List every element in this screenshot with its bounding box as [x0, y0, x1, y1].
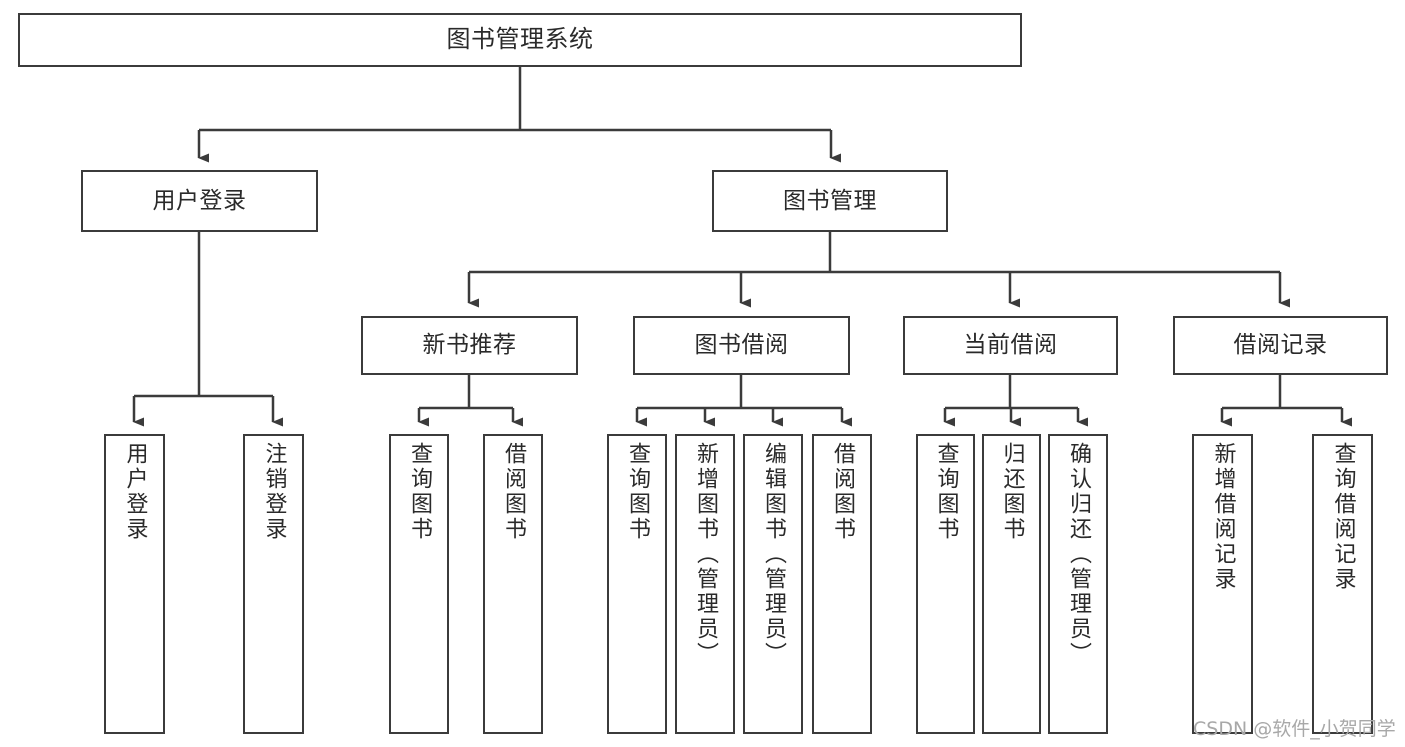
node-book-borrow[interactable]: 图书借阅	[633, 316, 850, 375]
node-book-management[interactable]: 图书管理	[712, 170, 948, 232]
node-label: 注销登录	[261, 442, 287, 542]
node-root-system[interactable]: 图书管理系统	[18, 13, 1022, 67]
node-label: 借阅记录	[1233, 332, 1328, 359]
node-label: 用户登录	[122, 442, 148, 542]
node-label: 借阅图书	[501, 442, 526, 542]
node-user-login[interactable]: 用户登录	[81, 170, 318, 232]
node-label: 图书借阅	[694, 332, 789, 359]
node-label: 编辑图书（管理员）	[761, 442, 786, 667]
node-borrow-record[interactable]: 借阅记录	[1173, 316, 1388, 375]
node-label: 新增图书（管理员）	[693, 442, 718, 667]
watermark-text: CSDN @软件_小贺同学	[1193, 718, 1396, 740]
node-label: 查询图书	[625, 442, 650, 542]
node-label: 确认归还（管理员）	[1066, 442, 1091, 667]
leaf-user-login[interactable]: 用户登录	[104, 434, 165, 734]
leaf-borrow-book-recommend[interactable]: 借阅图书	[483, 434, 543, 734]
leaf-query-book-recommend[interactable]: 查询图书	[389, 434, 449, 734]
leaf-edit-book-admin[interactable]: 编辑图书（管理员）	[743, 434, 803, 734]
leaf-add-book-admin[interactable]: 新增图书（管理员）	[675, 434, 735, 734]
leaf-return-book[interactable]: 归还图书	[982, 434, 1041, 734]
node-label: 当前借阅	[963, 332, 1058, 359]
node-label: 查询图书	[407, 442, 432, 542]
node-label: 图书管理系统	[446, 25, 594, 54]
leaf-borrow-book[interactable]: 借阅图书	[812, 434, 872, 734]
leaf-logout[interactable]: 注销登录	[243, 434, 304, 734]
node-label: 新增借阅记录	[1210, 442, 1236, 592]
leaf-query-borrow-record[interactable]: 查询借阅记录	[1312, 434, 1373, 734]
node-current-borrow[interactable]: 当前借阅	[903, 316, 1118, 375]
leaf-add-borrow-record[interactable]: 新增借阅记录	[1192, 434, 1253, 734]
node-label: 借阅图书	[830, 442, 855, 542]
node-label: 图书管理	[783, 187, 877, 214]
leaf-query-book-current[interactable]: 查询图书	[916, 434, 975, 734]
node-label: 用户登录	[152, 187, 247, 214]
node-new-book-recommend[interactable]: 新书推荐	[361, 316, 578, 375]
leaf-query-book-borrow[interactable]: 查询图书	[607, 434, 667, 734]
node-label: 新书推荐	[422, 332, 517, 359]
node-label: 归还图书	[999, 442, 1025, 542]
node-label: 查询借阅记录	[1330, 442, 1356, 592]
node-label: 查询图书	[933, 442, 959, 542]
leaf-confirm-return-admin[interactable]: 确认归还（管理员）	[1048, 434, 1108, 734]
